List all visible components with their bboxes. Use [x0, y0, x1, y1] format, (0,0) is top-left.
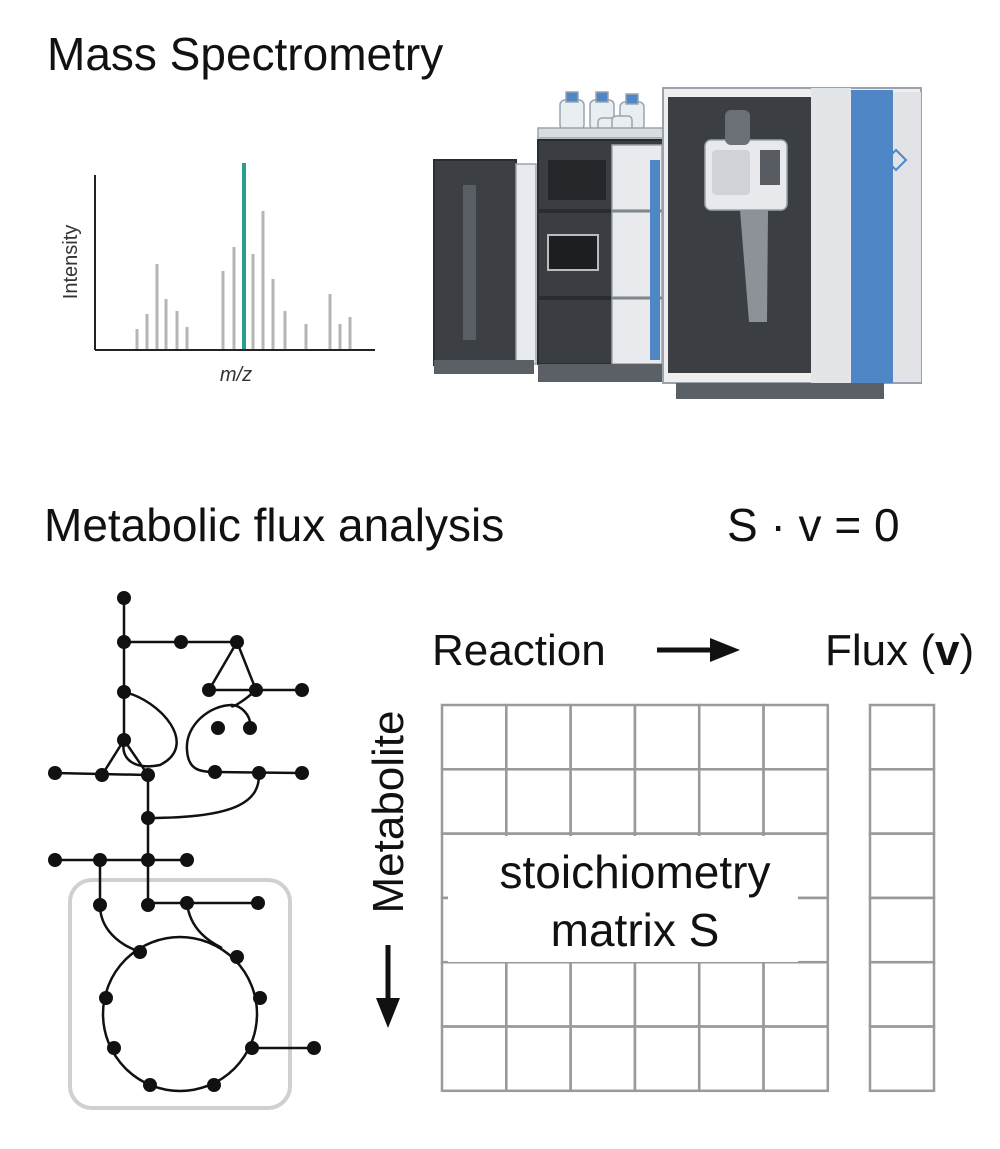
flux-cell: [868, 832, 936, 900]
matrix-cell: [440, 703, 508, 771]
metabolite-direction-arrow: [376, 945, 400, 1028]
matrix-cell: [505, 703, 572, 771]
matrix-label-line2: matrix S: [551, 904, 720, 956]
matrix-cell: [697, 703, 765, 771]
matrix-cell: [697, 1025, 765, 1093]
network-module-highlight-box: [68, 878, 292, 1110]
matrix-cell: [697, 960, 765, 1028]
matrix-cell: [569, 960, 637, 1028]
flux-cell: [868, 960, 936, 1028]
reaction-axis-label: Reaction: [432, 626, 606, 675]
matrix-cell: [633, 960, 701, 1028]
flux-vector-grid: [868, 703, 936, 1093]
flux-cell: [868, 768, 936, 835]
spectrum-peaks: [135, 163, 352, 349]
matrix-cell: [633, 768, 701, 835]
matrix-cell: [569, 1025, 637, 1093]
metabolite-axis-label: Metabolite: [364, 710, 413, 913]
matrix-cell: [762, 768, 830, 835]
matrix-cell: [762, 1025, 830, 1093]
flux-balance-equation: S · v = 0: [727, 499, 900, 551]
mass-spectrum-plot: Intensity m/z: [60, 163, 375, 386]
matrix-cell: [569, 703, 637, 771]
network-edges: [54, 598, 314, 1093]
reaction-direction-arrow: [657, 638, 740, 662]
matrix-cell: [697, 768, 765, 835]
matrix-cell: [633, 1025, 701, 1093]
matrix-cell: [505, 960, 572, 1028]
flux-cell: [868, 896, 936, 964]
mfa-title: Metabolic flux analysis: [44, 499, 504, 551]
matrix-cell: [505, 1025, 572, 1093]
matrix-cell: [569, 768, 637, 835]
lc-ms-instrument-illustration: [433, 87, 922, 399]
matrix-cell: [762, 703, 830, 771]
spectrum-xlabel: m/z: [220, 364, 252, 386]
matrix-cell: [762, 960, 830, 1028]
flux-cell: [868, 703, 936, 771]
network-metabolite-nodes: [48, 591, 321, 1092]
spectrum-ylabel: Intensity: [60, 225, 82, 299]
matrix-cell: [440, 768, 508, 835]
ms-title: Mass Spectrometry: [47, 28, 443, 80]
matrix-cell: [633, 703, 701, 771]
matrix-cell: [440, 1025, 508, 1093]
matrix-label-backdrop: [448, 836, 798, 962]
matrix-cell: [440, 960, 508, 1028]
matrix-label-line1: stoichiometry: [500, 846, 771, 898]
flux-vector-label: Flux (v): [825, 626, 974, 675]
flux-cell: [868, 1025, 936, 1093]
matrix-cell: [505, 768, 572, 835]
metabolic-network-graph: [48, 591, 321, 1110]
